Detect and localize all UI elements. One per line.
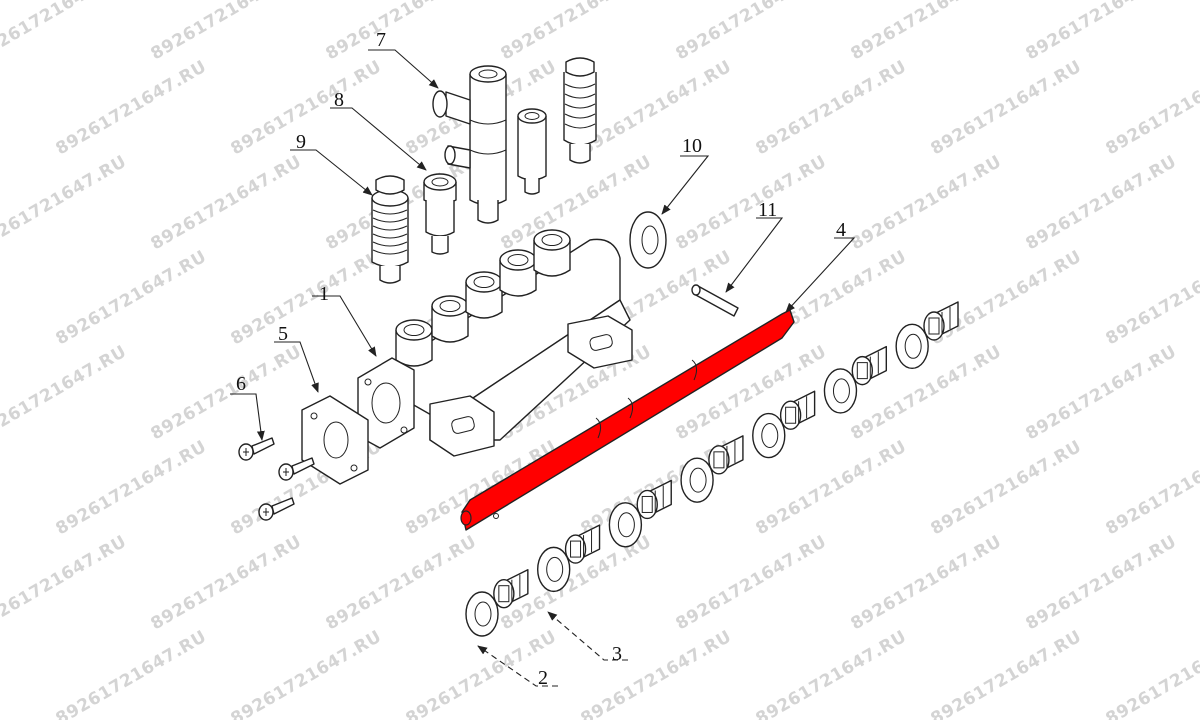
cage-bearing [708,435,744,475]
watermark-text: 89261721647.RU [928,627,1086,720]
watermark-text: 89261721647.RU [228,627,386,720]
watermark-text: 89261721647.RU [1103,247,1200,350]
watermark-text: 89261721647.RU [148,342,306,445]
watermark-text: 89261721647.RU [928,437,1086,540]
watermark-text: 89261721647.RU [848,532,1006,635]
watermark-text: 89261721647.RU [0,532,130,635]
watermark-text: 89261721647.RU [1023,0,1181,64]
watermark-text: 89261721647.RU [753,627,911,720]
callout-7: 7 [376,29,386,51]
part-8-fitting [423,173,457,255]
washer [895,323,929,370]
washer [680,457,714,503]
watermark-text: 89261721647.RU [928,247,1086,350]
callout-1: 1 [319,283,329,305]
cage-bearing [636,479,672,520]
cage-bearing [851,345,888,386]
cage-bearing [923,301,959,341]
watermark-text: 89261721647.RU [53,247,211,350]
cage-bearing [564,524,601,564]
part-1-manifold-body [357,229,633,457]
callout-11: 11 [758,199,777,221]
watermark-text: 89261721647.RU [753,57,911,160]
watermark-text: 89261721647.RU [228,247,386,350]
washer [752,412,786,459]
leader-lines [230,49,856,687]
callout-4: 4 [836,219,846,241]
watermark-text: 89261721647.RU [53,437,211,540]
watermark-text: 89261721647.RU [148,532,306,635]
watermark-text: 89261721647.RU [578,57,736,160]
callout-3: 3 [612,643,622,665]
watermark-text: 89261721647.RU [323,0,481,64]
callout-8: 8 [334,89,344,111]
washer [536,546,571,593]
watermark-text: 89261721647.RU [1103,437,1200,540]
washer [608,502,643,548]
callout-labels: 1 2 3 4 5 6 7 8 9 10 11 [236,29,846,689]
part-9-filter-cylinder [371,175,409,284]
washer [465,591,499,637]
watermark-text: 89261721647.RU [1103,627,1200,720]
watermark-text: 89261721647.RU [498,0,656,64]
watermark-text: 89261721647.RU [673,0,831,64]
watermark-text: 89261721647.RU [578,627,736,720]
washer [823,368,858,414]
part-11-pin [691,284,739,317]
callout-5: 5 [278,323,288,345]
watermark-text: 89261721647.RU [1023,342,1181,445]
cage-bearing [779,390,816,430]
callout-9: 9 [296,131,306,153]
part-7-tee-connector [432,65,507,224]
callout-10: 10 [682,135,702,157]
watermark-text: 89261721647.RU [323,532,481,635]
watermark-text: 89261721647.RU [1103,57,1200,160]
watermark-text: 89261721647.RU [148,0,306,64]
watermark-text: 89261721647.RU [1023,152,1181,255]
callout-2: 2 [538,667,548,689]
part-9-filter-cylinder-top [563,57,597,164]
watermark-text: 89261721647.RU [673,152,831,255]
watermark-text: 89261721647.RU [53,627,211,720]
watermark-text: 89261721647.RU [0,152,130,255]
watermark-text: 89261721647.RU [148,152,306,255]
watermark-text: 89261721647.RU [53,57,211,160]
part-10-washer [629,211,667,269]
parts-2-3-washer-cage-chain [465,301,959,637]
part-7-side-fitting [517,108,547,195]
watermark-text: 89261721647.RU [0,342,130,445]
watermark-text: 89261721647.RU [928,57,1086,160]
part-6-screws [238,437,315,521]
part-5-flange-plate [301,395,369,485]
watermark-text: 89261721647.RU [673,532,831,635]
watermark-text: 89261721647.RU [848,152,1006,255]
cage-bearing [493,568,529,609]
part-4-shaft-highlighted [460,309,795,531]
watermark-text: 89261721647.RU [403,437,561,540]
watermark-text: 89261721647.RU [1023,532,1181,635]
watermark-text: 89261721647.RU [848,0,1006,64]
watermark-text: 89261721647.RU [403,627,561,720]
watermark-text: 89261721647.RU [0,0,130,64]
watermark-text: 89261721647.RU [228,57,386,160]
callout-6: 6 [236,373,246,395]
